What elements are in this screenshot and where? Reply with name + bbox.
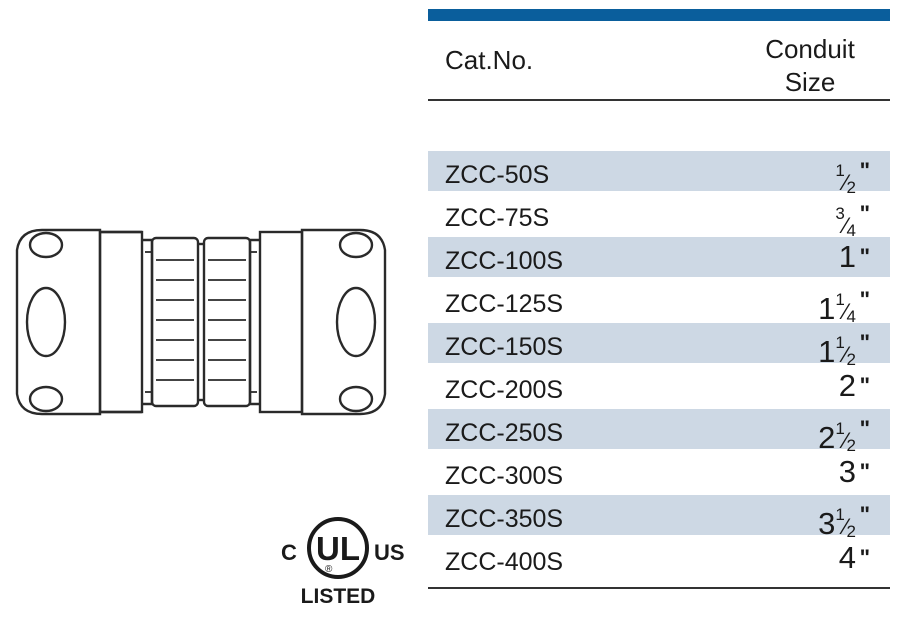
conduit-size-cell: 21⁄2": [786, 411, 870, 464]
cat-no-cell: ZCC-300S: [445, 462, 564, 490]
table-row: ZCC-200S 2": [428, 366, 890, 406]
size-denominator: 2: [846, 178, 856, 197]
size-denominator: 4: [846, 307, 856, 326]
table-bottom-rule: [428, 587, 890, 589]
fraction-slash: ⁄: [843, 213, 848, 238]
table-row: ZCC-350S 31⁄2": [428, 495, 890, 541]
table-row: ZCC-100S 1": [428, 237, 890, 277]
ul-registered-symbol: ®: [325, 564, 333, 575]
cat-no-cell: ZCC-50S: [445, 161, 550, 189]
table-row: ZCC-75S 3⁄4": [428, 194, 890, 240]
conduit-size-cell: 4": [786, 540, 870, 576]
size-whole: 1: [818, 291, 836, 326]
size-numerator: 1: [835, 333, 845, 352]
table-top-bar: [428, 9, 890, 21]
conduit-size-cell: 3": [786, 454, 870, 490]
size-whole: 3: [838, 454, 856, 489]
size-numerator: 3: [835, 204, 845, 223]
ul-listed-text: LISTED: [301, 585, 376, 608]
ul-listed-mark: C UL ® US LISTED: [281, 517, 404, 608]
inch-mark: ": [859, 416, 870, 441]
coupling-drawing: [15, 228, 387, 416]
inch-mark: ": [859, 201, 870, 226]
conduit-size-cell: 2": [786, 368, 870, 404]
size-denominator: 2: [846, 522, 856, 541]
size-whole: 4: [838, 540, 856, 575]
size-whole: 3: [818, 506, 836, 541]
fraction-slash: ⁄: [843, 428, 848, 453]
ul-us-letters: US: [374, 540, 404, 565]
header-rule: [428, 99, 890, 101]
inch-mark: ": [859, 373, 870, 398]
fraction-slash: ⁄: [843, 342, 848, 367]
cat-no-cell: ZCC-250S: [445, 419, 564, 447]
conduit-size-cell: 1": [786, 239, 870, 275]
table-row: ZCC-400S 4": [428, 538, 890, 578]
size-denominator: 2: [846, 436, 856, 455]
cat-no-cell: ZCC-75S: [445, 204, 550, 232]
conduit-size-cell: 31⁄2": [786, 497, 870, 550]
cat-no-cell: ZCC-125S: [445, 290, 564, 318]
conduit-size-cell: 11⁄4": [786, 282, 870, 335]
fraction-slash: ⁄: [843, 514, 848, 539]
conduit-size-cell: 11⁄2": [786, 325, 870, 378]
cat-no-cell: ZCC-150S: [445, 333, 564, 361]
header-conduit-size: Conduit Size: [740, 33, 880, 99]
inch-mark: ": [859, 244, 870, 269]
inch-mark: ": [859, 330, 870, 355]
inch-mark: ": [859, 545, 870, 570]
header-cat-no: Cat.No.: [445, 45, 534, 75]
conduit-size-cell: 1⁄2": [786, 153, 870, 206]
size-numerator: 1: [835, 505, 845, 524]
size-numerator: 1: [835, 290, 845, 309]
cat-no-cell: ZCC-350S: [445, 505, 564, 533]
size-whole: 2: [818, 420, 836, 455]
inch-mark: ": [859, 158, 870, 183]
ul-c-letter: C: [281, 540, 297, 565]
fraction-slash: ⁄: [843, 170, 848, 195]
cat-no-cell: ZCC-100S: [445, 247, 564, 275]
table-row: ZCC-50S 1⁄2": [428, 151, 890, 197]
ul-letters: UL: [316, 530, 360, 567]
size-denominator: 2: [846, 350, 856, 369]
size-whole: 2: [838, 368, 856, 403]
size-denominator: 4: [846, 221, 856, 240]
inch-mark: ": [859, 459, 870, 484]
cat-no-cell: ZCC-400S: [445, 548, 564, 576]
header-conduit-line2: Size: [784, 67, 836, 97]
size-numerator: 1: [835, 161, 845, 180]
fraction-slash: ⁄: [843, 299, 848, 324]
table-row: ZCC-300S 3": [428, 452, 890, 492]
size-numerator: 1: [835, 419, 845, 438]
size-whole: 1: [838, 239, 856, 274]
cat-no-cell: ZCC-200S: [445, 376, 564, 404]
inch-mark: ": [859, 502, 870, 527]
conduit-size-cell: 3⁄4": [786, 196, 870, 249]
inch-mark: ": [859, 287, 870, 312]
size-whole: 1: [818, 334, 836, 369]
header-conduit-line1: Conduit: [765, 34, 855, 64]
